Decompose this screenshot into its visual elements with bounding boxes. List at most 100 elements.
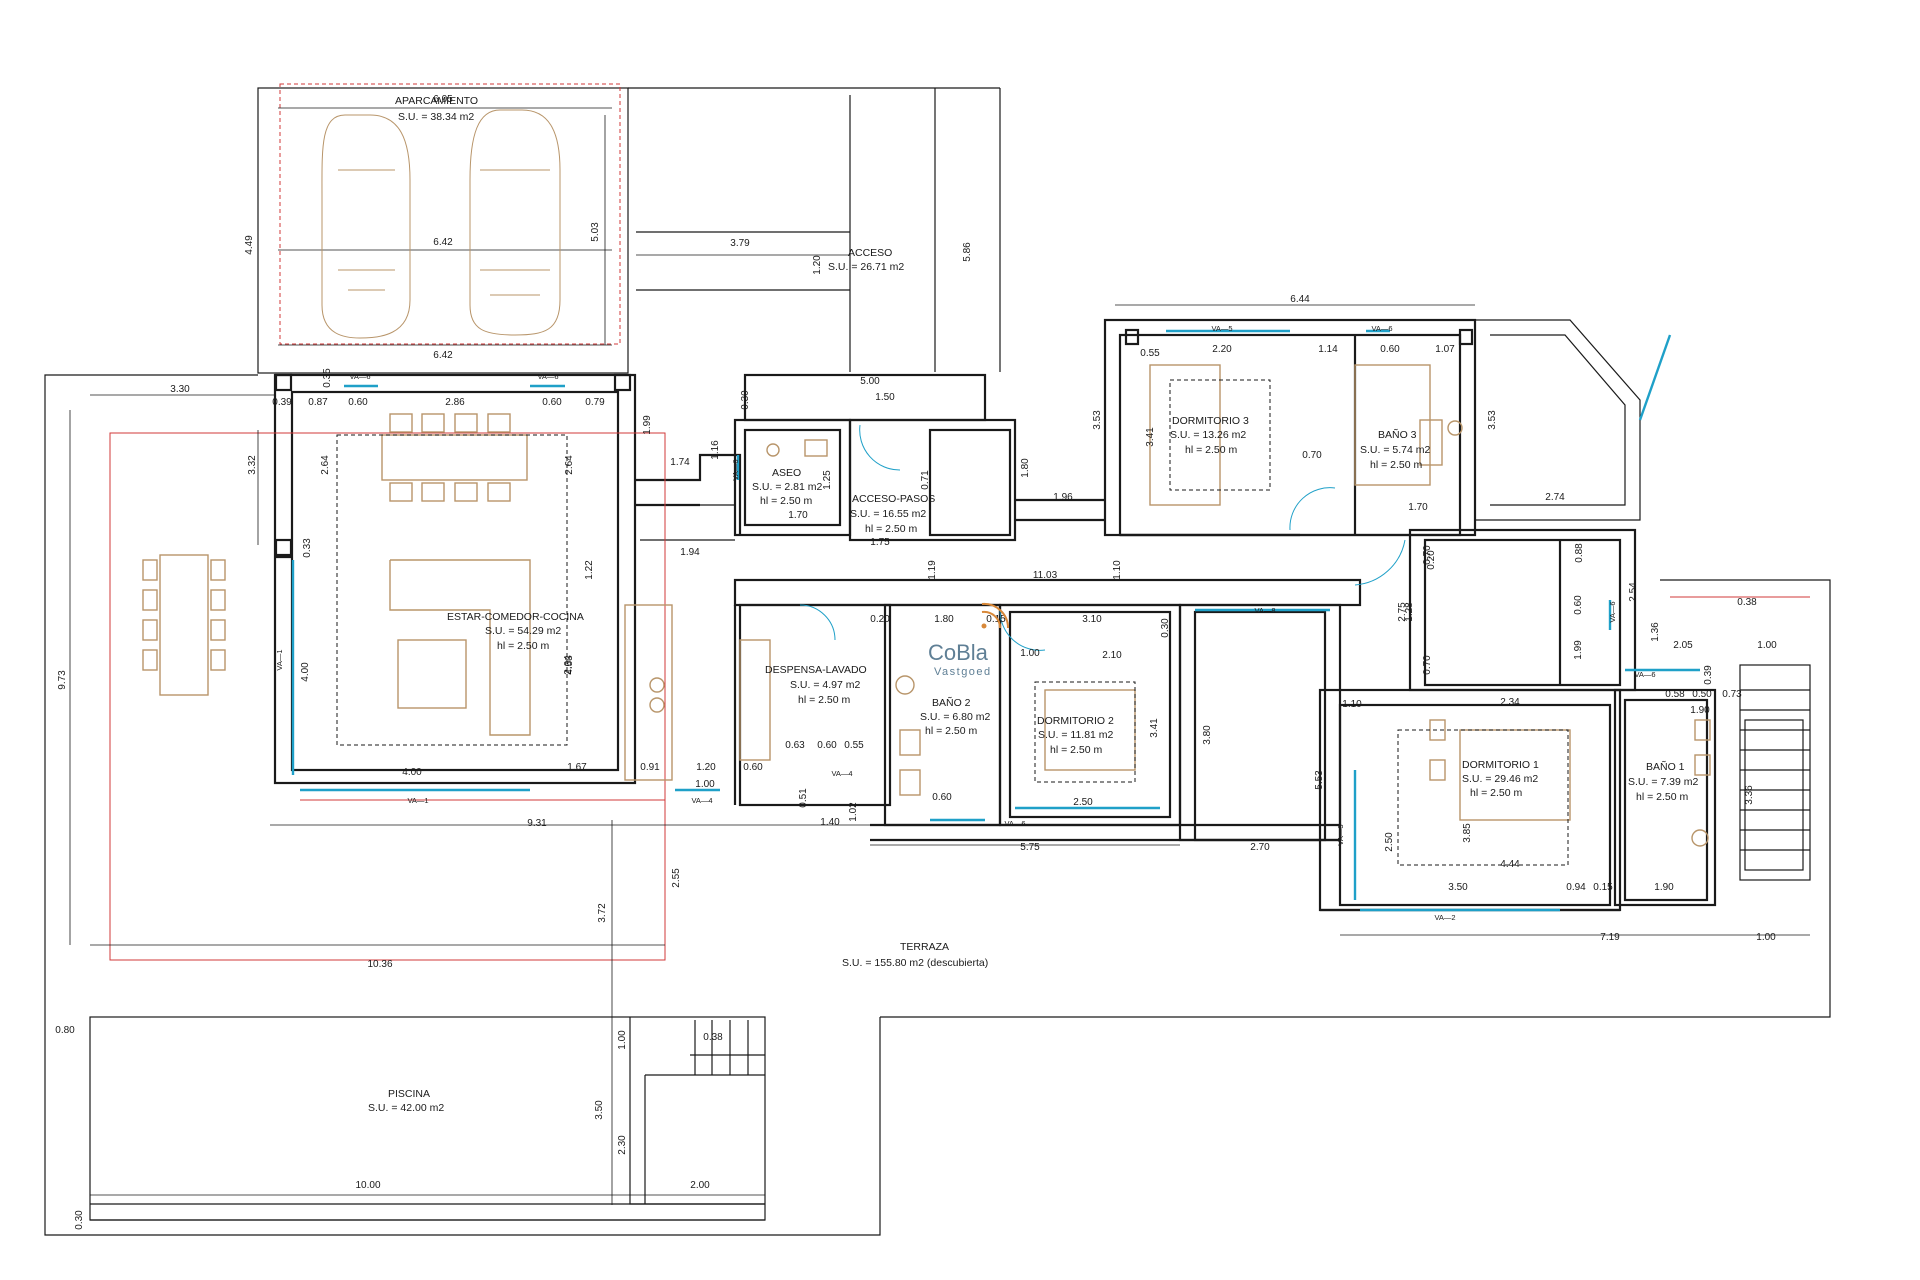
dimension-label: 0.20 [1426, 550, 1437, 570]
dimension-label: 1.14 [1318, 344, 1338, 355]
dimension-label: 4.49 [244, 235, 255, 255]
dimension-label: 1.10 [1342, 699, 1362, 710]
dimension-label: 0.73 [1722, 689, 1742, 700]
dimension-lines [69, 107, 1810, 1205]
room-bano-3-area: S.U. = 5.74 m2 [1360, 444, 1430, 456]
dimension-label: 2.00 [690, 1180, 710, 1191]
dimension-label: 0.30 [74, 1210, 85, 1230]
dimension-label: 1.10 [1112, 560, 1123, 580]
dimension-label: 0.79 [585, 397, 605, 408]
dimension-label: 5.86 [962, 242, 973, 262]
room-dormitorio-1-area: S.U. = 29.46 m2 [1462, 773, 1538, 785]
room-aseo-area: S.U. = 2.81 m2 [752, 481, 822, 493]
room-dormitorio-3-name: DORMITORIO 3 [1172, 415, 1249, 427]
dimension-label: 0.80 [55, 1025, 75, 1036]
dimension-label: 1.00 [617, 1030, 628, 1050]
dimension-label: 5.75 [1020, 842, 1040, 853]
room-despensa-area: S.U. = 4.97 m2 [790, 679, 860, 691]
room-dormitorio-2-name: DORMITORIO 2 [1037, 715, 1114, 727]
dimension-label: 1.00 [1757, 640, 1777, 651]
dimension-label: 3.72 [597, 903, 608, 923]
dimension-label: 1.22 [584, 560, 595, 580]
opening-tag: VA—6 [731, 459, 740, 480]
room-acceso-pasos-area: S.U. = 16.55 m2 [850, 508, 926, 520]
dimension-label: 0.94 [1566, 882, 1586, 893]
room-dormitorio-1: DORMITORIO 1 S.U. = 29.46 m2 hl = 2.50 m [1462, 759, 1539, 799]
opening-tag: VA—6 [1608, 601, 1617, 622]
dimension-label: 2.34 [1500, 697, 1520, 708]
opening-tag: VA—1 [407, 796, 428, 805]
dimension-label: 0.39 [272, 397, 292, 408]
room-piscina: PISCINA S.U. = 42.00 m2 [368, 1088, 444, 1114]
dimension-label: 1.99 [1573, 640, 1584, 660]
dimension-label: 1.25 [822, 470, 833, 490]
dimension-label: 2.86 [445, 397, 465, 408]
room-acceso-pasos-height: hl = 2.50 m [865, 523, 917, 535]
dimension-label: 9.73 [57, 670, 68, 690]
dimension-label: 0.63 [785, 740, 805, 751]
opening-tag: VA—4 [691, 796, 712, 805]
opening-tag: VA—6 [537, 372, 558, 381]
dimension-label: 1.99 [642, 415, 653, 435]
dimension-label: 1.19 [927, 560, 938, 580]
room-terraza-area: S.U. = 155.80 m2 (descubierta) [842, 957, 988, 969]
room-terraza: TERRAZA S.U. = 155.80 m2 (descubierta) [842, 941, 988, 969]
room-acceso-area: S.U. = 26.71 m2 [828, 261, 904, 273]
dimension-label: 0.55 [844, 740, 864, 751]
room-dormitorio-2-height: hl = 2.50 m [1050, 744, 1102, 756]
dimension-label: 1.70 [788, 510, 808, 521]
dimension-label: 1.16 [710, 440, 721, 460]
dimension-label: 0.60 [1380, 344, 1400, 355]
dimension-label: 0.15 [1593, 882, 1613, 893]
dimension-label: 0.30 [740, 390, 751, 410]
dimension-label: 5.03 [590, 222, 601, 242]
dimension-label: 7.19 [1600, 932, 1620, 943]
room-dormitorio-2-area: S.U. = 11.81 m2 [1038, 729, 1114, 741]
opening-tag: VA—6 [1004, 819, 1025, 828]
rugs [336, 379, 1569, 866]
dimension-label: 2.54 [1628, 582, 1639, 602]
dimension-label: 2.70 [1250, 842, 1270, 853]
room-dormitorio-3-height: hl = 2.50 m [1185, 444, 1237, 456]
opening-tag: VA—1 [275, 649, 284, 670]
opening-tag: VA—6 [1634, 670, 1655, 679]
opening-tag: VA—6 [349, 372, 370, 381]
dimension-label: 1.07 [1435, 344, 1455, 355]
dimension-label: 1.90 [1690, 705, 1710, 716]
room-bano-1-height: hl = 2.50 m [1636, 791, 1688, 803]
room-acceso: ACCESO S.U. = 26.71 m2 [828, 247, 904, 273]
dimension-label: 1.80 [1020, 458, 1031, 478]
dimension-label: 0.91 [640, 762, 660, 773]
dimension-label: 3.85 [1462, 823, 1473, 843]
dimension-labels: 6.056.426.424.495.033.791.205.863.300.39… [55, 94, 1777, 1230]
dimension-label: 3.50 [594, 1100, 605, 1120]
dimension-label: 1.75 [870, 537, 890, 548]
dimension-label: 2.20 [1212, 344, 1232, 355]
opening-tag: VA—6 [1371, 324, 1392, 333]
dimension-label: 2.30 [617, 1135, 628, 1155]
dimension-label: 10.36 [367, 959, 392, 970]
dimension-label: 0.71 [920, 470, 931, 490]
dimension-label: 5.00 [860, 376, 880, 387]
opening-tag: VA—8 [1254, 606, 1275, 615]
dimension-label: 6.42 [433, 237, 453, 248]
watermark-brand: CoBla [928, 640, 989, 665]
room-labels: APARCAMIENTO S.U. = 38.34 m2 ACCESO S.U.… [368, 95, 1698, 1114]
room-dormitorio-2: DORMITORIO 2 S.U. = 11.81 m2 hl = 2.50 m [1037, 715, 1114, 756]
dimension-label: 0.60 [1573, 595, 1584, 615]
dimension-label: 0.87 [308, 397, 328, 408]
dimension-label: 4.53 [564, 655, 575, 675]
dimension-label: 1.00 [1020, 648, 1040, 659]
dimension-label: 0.60 [817, 740, 837, 751]
dimension-label: 2.55 [671, 868, 682, 888]
glazing [291, 329, 1700, 912]
dimension-label: 3.30 [170, 384, 190, 395]
dimension-label: 1.20 [812, 255, 823, 275]
dimension-label: 1.67 [567, 762, 587, 773]
dimension-label: 3.79 [730, 238, 750, 249]
dimension-label: 1.90 [1654, 882, 1674, 893]
dimension-label: 0.60 [932, 792, 952, 803]
room-acceso-name: ACCESO [848, 247, 892, 259]
room-estar-area: S.U. = 54.29 m2 [485, 625, 561, 637]
